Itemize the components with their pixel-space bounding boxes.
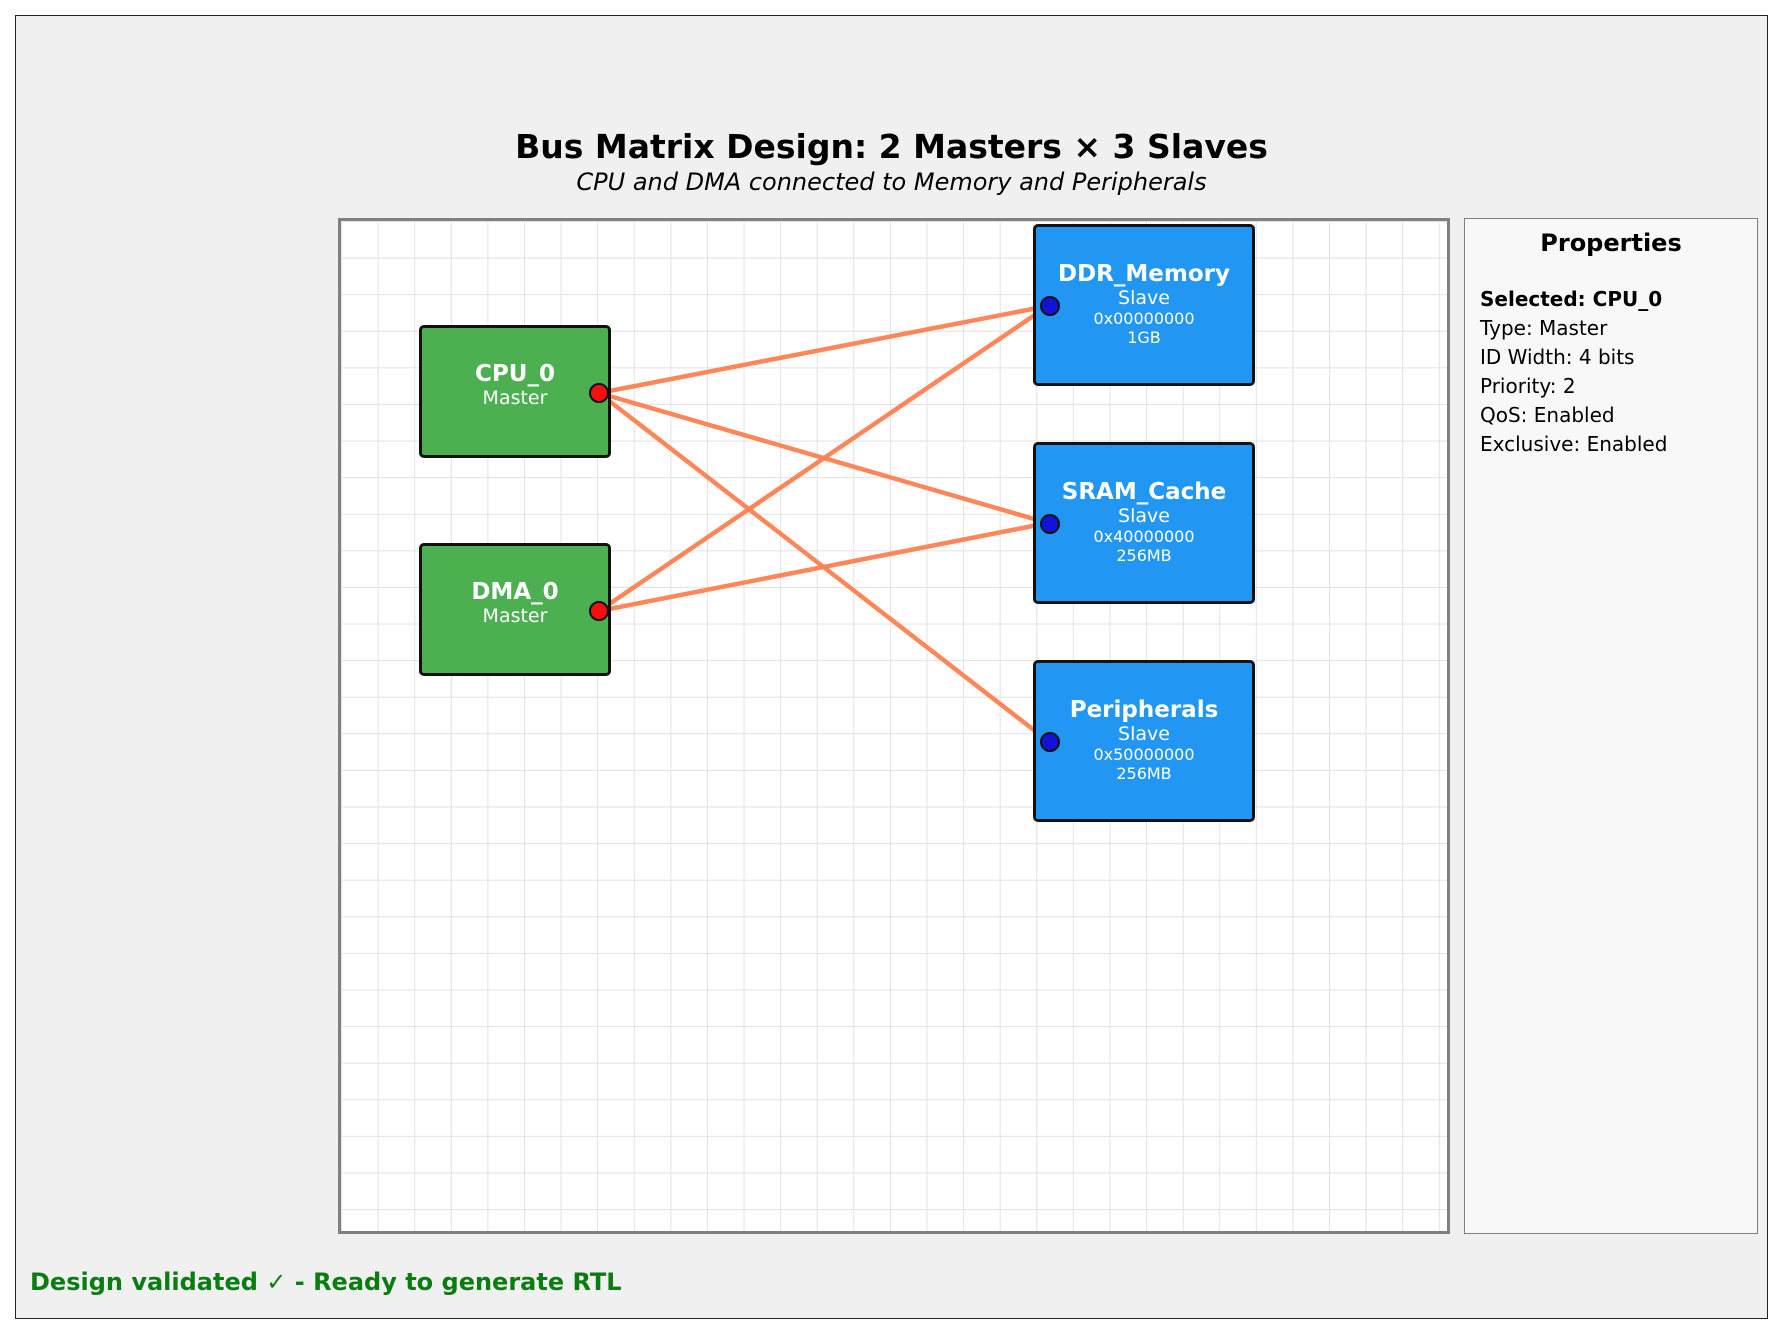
property-selected: Selected: CPU_0 bbox=[1480, 287, 1663, 311]
slave-block-peripherals[interactable]: Peripherals Slave 0x50000000 256MB bbox=[1033, 660, 1255, 822]
connection-layer bbox=[597, 302, 1050, 743]
slave-block-ddr-memory[interactable]: DDR_Memory Slave 0x00000000 1GB bbox=[1033, 224, 1255, 386]
property-priority: Priority: 2 bbox=[1480, 374, 1576, 398]
status-message: Design validated ✓ - Ready to generate R… bbox=[30, 1268, 622, 1296]
slave-name: DDR_Memory bbox=[1058, 261, 1230, 287]
property-id-width: ID Width: 4 bits bbox=[1480, 345, 1635, 369]
slave-type: Slave bbox=[1118, 505, 1170, 527]
slave-size: 1GB bbox=[1127, 328, 1161, 347]
peripherals-input-port[interactable] bbox=[1040, 732, 1060, 752]
master-block-cpu0[interactable]: CPU_0 Master bbox=[419, 325, 611, 458]
master-type: Master bbox=[482, 387, 548, 409]
page-subtitle: CPU and DMA connected to Memory and Peri… bbox=[576, 168, 1207, 196]
page-title: Bus Matrix Design: 2 Masters × 3 Slaves bbox=[515, 127, 1268, 166]
slave-address: 0x00000000 bbox=[1093, 309, 1195, 328]
properties-panel: Properties Selected: CPU_0 Type: Master … bbox=[1464, 218, 1758, 1234]
connection-dma0-sram[interactable] bbox=[598, 519, 1050, 614]
connection-dma0-ddr[interactable] bbox=[597, 304, 1050, 613]
property-qos: QoS: Enabled bbox=[1480, 403, 1615, 427]
dma0-output-port[interactable] bbox=[589, 601, 609, 621]
ddr-memory-input-port[interactable] bbox=[1040, 296, 1060, 316]
slave-type: Slave bbox=[1118, 287, 1170, 309]
slave-size: 256MB bbox=[1116, 764, 1172, 783]
master-name: CPU_0 bbox=[475, 361, 555, 387]
connection-cpu0-ddr[interactable] bbox=[598, 302, 1050, 396]
slave-block-sram-cache[interactable]: SRAM_Cache Slave 0x40000000 256MB bbox=[1033, 442, 1255, 604]
sram-cache-input-port[interactable] bbox=[1040, 514, 1060, 534]
slave-address: 0x50000000 bbox=[1093, 745, 1195, 764]
slave-name: SRAM_Cache bbox=[1061, 479, 1227, 505]
slave-size: 256MB bbox=[1116, 546, 1172, 565]
slave-address: 0x40000000 bbox=[1093, 527, 1195, 546]
bus-matrix-window: Bus Matrix Design: 2 Masters × 3 Slaves … bbox=[15, 15, 1768, 1319]
property-exclusive: Exclusive: Enabled bbox=[1480, 432, 1668, 456]
master-block-dma0[interactable]: DMA_0 Master bbox=[419, 543, 611, 676]
properties-title: Properties bbox=[1540, 229, 1682, 257]
cpu0-output-port[interactable] bbox=[589, 383, 609, 403]
slave-type: Slave bbox=[1118, 723, 1170, 745]
design-canvas[interactable]: CPU_0 Master DMA_0 Master DDR_Memory Sla… bbox=[338, 218, 1450, 1234]
properties-list: Selected: CPU_0 Type: Master ID Width: 4… bbox=[1480, 285, 1667, 459]
property-type: Type: Master bbox=[1480, 316, 1608, 340]
master-type: Master bbox=[482, 605, 548, 627]
slave-name: Peripherals bbox=[1069, 697, 1219, 723]
master-name: DMA_0 bbox=[471, 579, 559, 605]
